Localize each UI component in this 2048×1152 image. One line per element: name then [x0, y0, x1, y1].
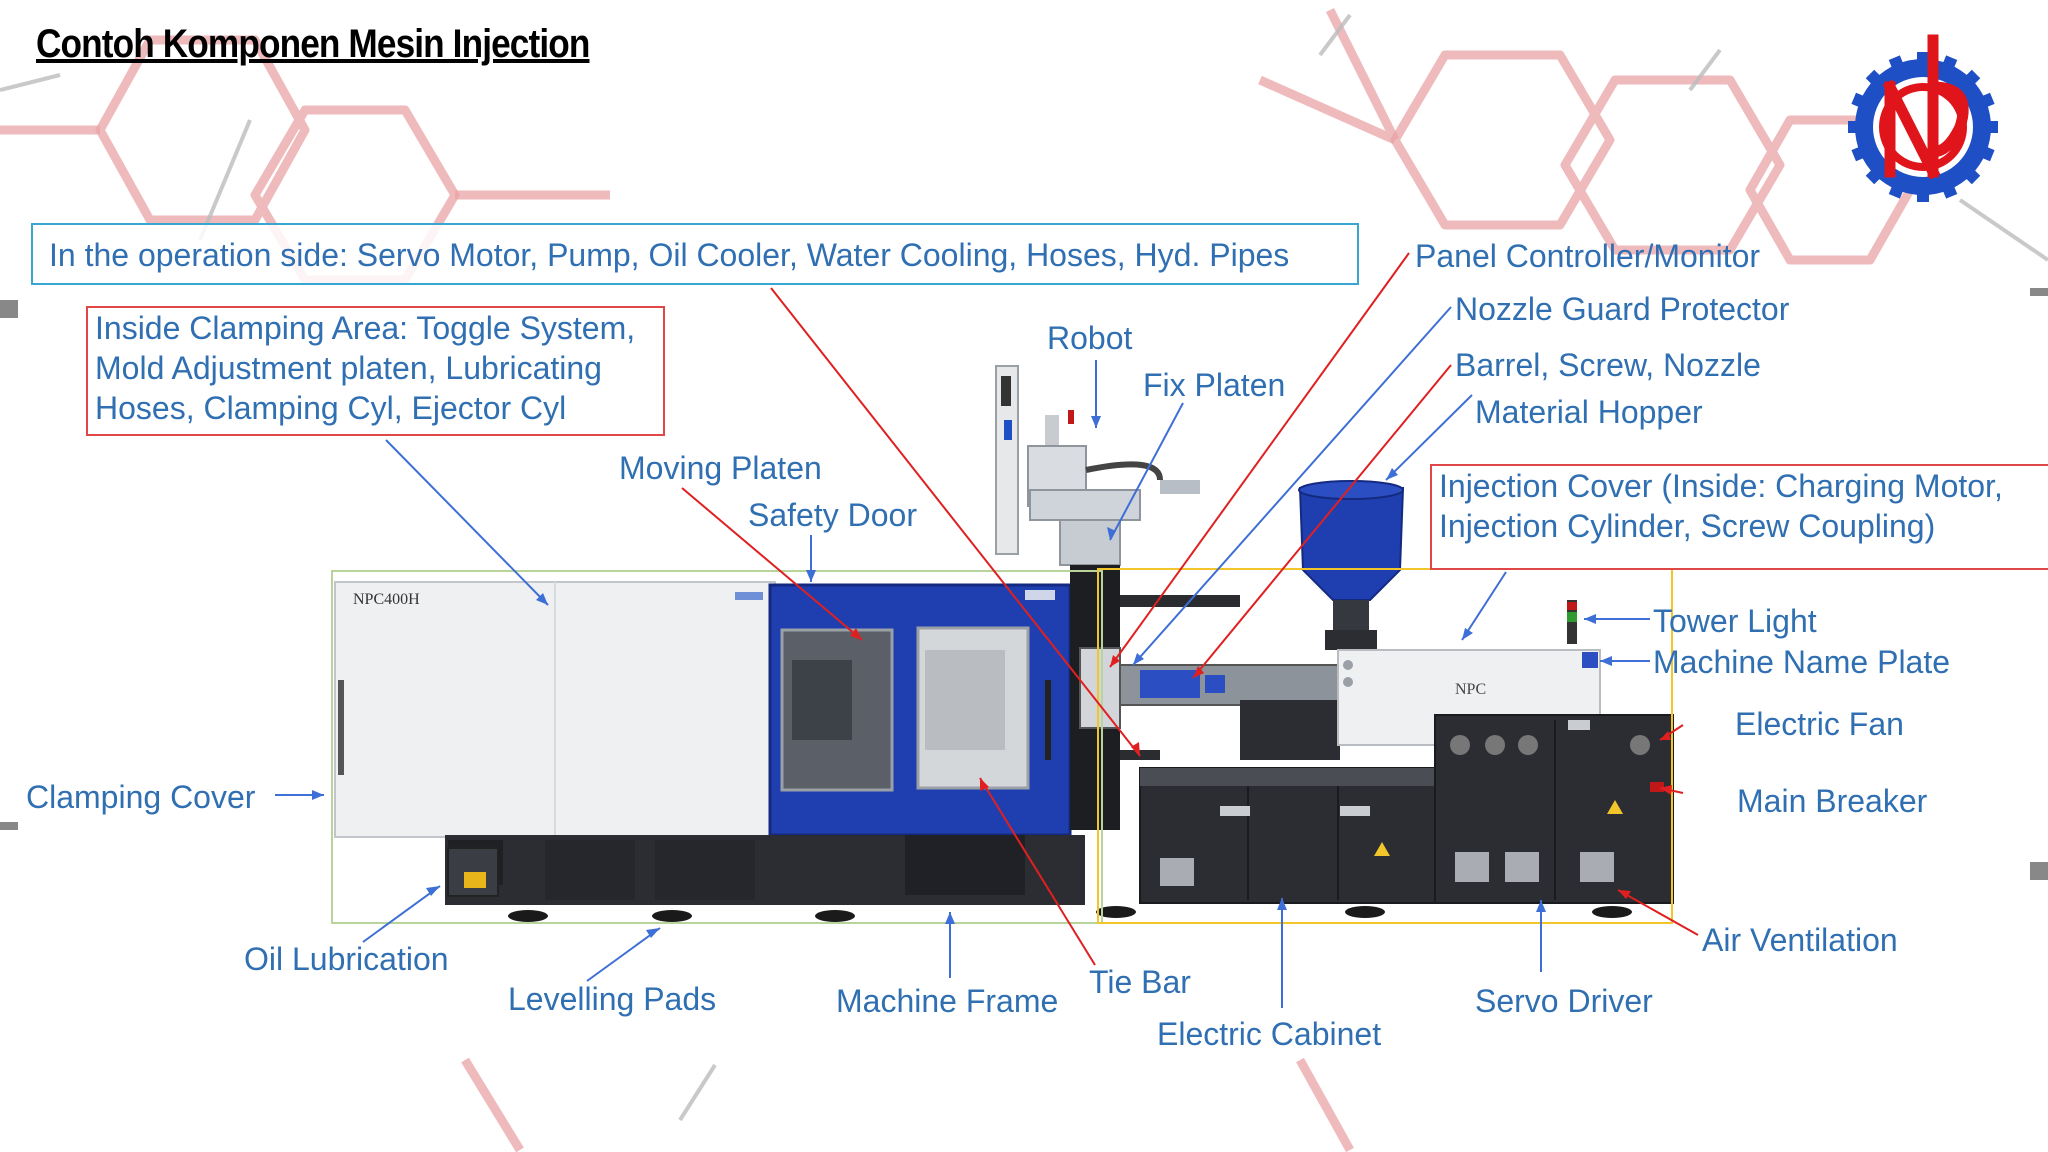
- label-tie-bar: Tie Bar: [1089, 964, 1191, 1000]
- injection-cover-line-2: Injection Cylinder, Screw Coupling): [1439, 508, 1936, 544]
- model-label: NPC400H: [353, 591, 420, 608]
- label-levelling-pads: Levelling Pads: [508, 981, 717, 1017]
- label-servo-driver: Servo Driver: [1475, 983, 1653, 1019]
- injection-cover-note: Injection Cover (Inside: Charging Motor,…: [1430, 464, 2048, 570]
- label-material-hopper: Material Hopper: [1475, 394, 1703, 430]
- brand-plate: NPC: [1455, 681, 1486, 698]
- operation-side-note: In the operation side: Servo Motor, Pump…: [31, 223, 1359, 285]
- label-electric-fan: Electric Fan: [1735, 706, 1904, 742]
- label-machine-name-plate: Machine Name Plate: [1653, 644, 1951, 680]
- robot-arm: [995, 365, 1200, 566]
- label-fix-platen: Fix Platen: [1143, 367, 1286, 403]
- clamping-area-line-2: Mold Adjustment platen, Lubricating: [95, 350, 602, 386]
- label-electric-cabinet: Electric Cabinet: [1157, 1016, 1382, 1052]
- injection-unit-outline: [1097, 568, 1673, 924]
- label-nozzle-guard: Nozzle Guard Protector: [1455, 291, 1790, 327]
- gear-logo: [1848, 34, 1998, 202]
- label-tower-light: Tower Light: [1653, 603, 1817, 639]
- label-safety-door: Safety Door: [748, 497, 917, 533]
- label-oil-lubrication: Oil Lubrication: [244, 941, 449, 977]
- label-moving-platen: Moving Platen: [619, 450, 822, 486]
- label-clamping-cover: Clamping Cover: [26, 779, 256, 815]
- label-robot: Robot: [1047, 320, 1133, 356]
- label-air-ventilation: Air Ventilation: [1702, 922, 1898, 958]
- machine-name-plate: [1582, 652, 1598, 668]
- clamping-unit-outline: [331, 570, 1103, 924]
- label-barrel: Barrel, Screw, Nozzle: [1455, 347, 1761, 383]
- levelling-pads: [508, 906, 1632, 922]
- label-machine-frame: Machine Frame: [836, 983, 1059, 1019]
- injection-cover-line-1: Injection Cover (Inside: Charging Motor,: [1439, 468, 2003, 504]
- clamping-area-line-3: Hoses, Clamping Cyl, Ejector Cyl: [95, 390, 567, 426]
- label-panel-controller: Panel Controller/Monitor: [1415, 238, 1761, 274]
- clamping-area-line-1: Inside Clamping Area: Toggle System,: [95, 310, 636, 346]
- label-main-breaker: Main Breaker: [1737, 783, 1928, 819]
- operation-side-text: In the operation side: Servo Motor, Pump…: [49, 237, 1290, 273]
- material-hopper: [1298, 487, 1405, 601]
- page-title: Contoh Komponen Mesin Injection: [36, 22, 590, 66]
- clamping-area-note: Inside Clamping Area: Toggle System, Mol…: [86, 306, 665, 436]
